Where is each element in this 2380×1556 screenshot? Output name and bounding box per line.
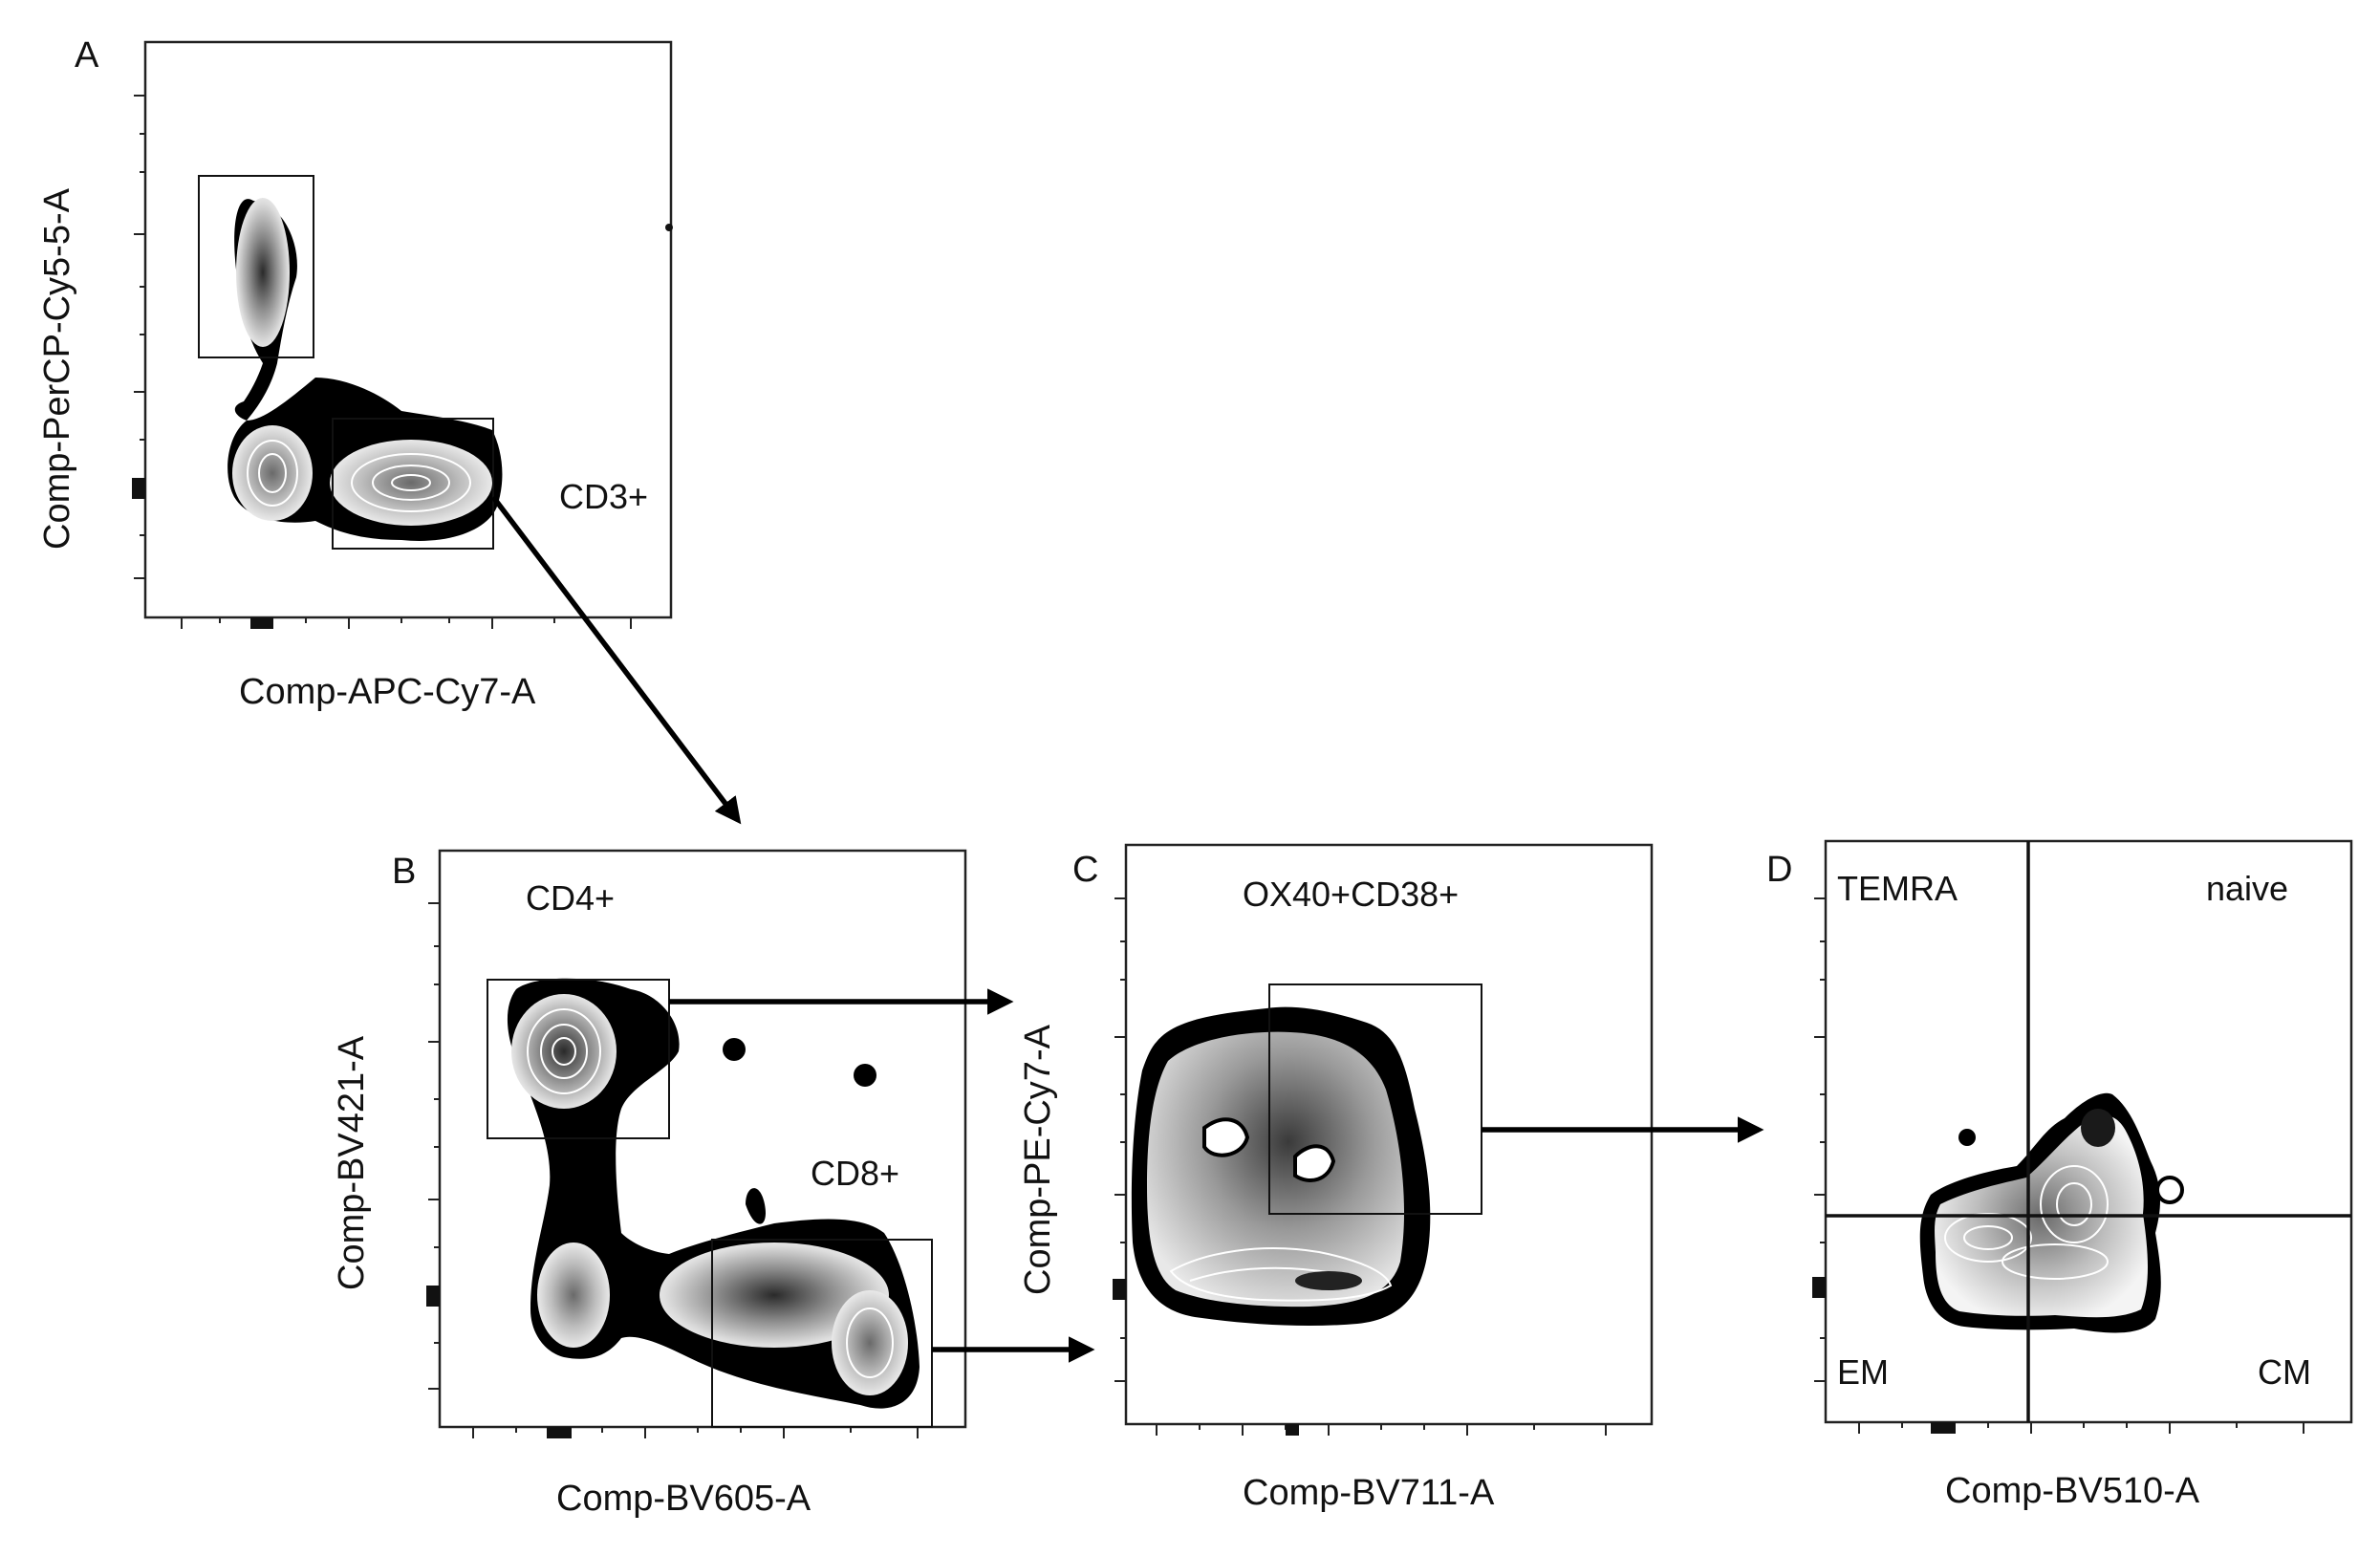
x-axis-title-d: Comp-BV510-A <box>1945 1471 2200 1511</box>
gate-cd4 <box>487 979 670 1139</box>
panel-letter-a: A <box>75 35 99 76</box>
gate-label-ox40-cd38: OX40+CD38+ <box>1243 875 1459 914</box>
density-contours-b <box>507 978 920 1409</box>
y-axis-ticks-d <box>1812 897 1826 1382</box>
quadrant-label-temra: TEMRA <box>1837 869 1958 908</box>
panel-a: A <box>37 35 673 712</box>
y-axis-title-a: Comp-PerCP-Cy5-5-A <box>37 187 77 550</box>
x-axis-title-b: Comp-BV605-A <box>556 1479 811 1519</box>
plot-frame-a <box>143 40 673 619</box>
x-axis-ticks-a <box>181 617 632 629</box>
gate-label-cd8: CD8+ <box>811 1154 899 1193</box>
gate-ox40-cd38 <box>1268 983 1482 1215</box>
gate-cd8 <box>711 1239 933 1428</box>
plot-frame-d <box>1824 839 2353 1424</box>
plot-frame-c <box>1124 843 1654 1426</box>
panel-letter-d: D <box>1766 850 1792 890</box>
x-axis-title-a: Comp-APC-Cy7-A <box>239 672 536 712</box>
gating-arrows <box>490 495 1764 1363</box>
panel-b: B <box>332 849 967 1519</box>
gate-label-cd3: CD3+ <box>559 477 648 516</box>
density-contours-a <box>227 198 673 541</box>
plot-frame-b <box>438 849 967 1429</box>
panel-d: D <box>1766 839 2353 1511</box>
panel-letter-b: B <box>392 852 416 892</box>
y-axis-title-c: Comp-PE-Cy7-A <box>1018 1024 1058 1295</box>
gate-cd3 <box>332 418 494 550</box>
density-contours-d <box>1919 1092 2184 1333</box>
density-contours-c <box>1131 1006 1431 1327</box>
panel-letter-c: C <box>1072 850 1098 890</box>
x-axis-ticks-d <box>1858 1422 2304 1434</box>
x-axis-title-c: Comp-BV711-A <box>1243 1473 1495 1513</box>
quadrant-label-em: EM <box>1837 1352 1889 1392</box>
arrow-cd3-to-panel-b <box>490 495 742 825</box>
quadrant-label-cm: CM <box>2258 1352 2311 1392</box>
y-axis-ticks-a <box>132 95 145 579</box>
gate-a-upper <box>198 175 314 358</box>
x-axis-ticks-c <box>1156 1424 1607 1436</box>
panel-c: C <box>1018 843 1654 1513</box>
x-axis-ticks-b <box>472 1427 919 1438</box>
y-axis-ticks-c <box>1113 897 1126 1382</box>
quadrant-label-naive: naive <box>2206 869 2288 908</box>
y-axis-title-b: Comp-BV421-A <box>332 1035 372 1290</box>
y-axis-ticks-b <box>426 902 440 1390</box>
gate-label-cd4: CD4+ <box>526 878 615 918</box>
